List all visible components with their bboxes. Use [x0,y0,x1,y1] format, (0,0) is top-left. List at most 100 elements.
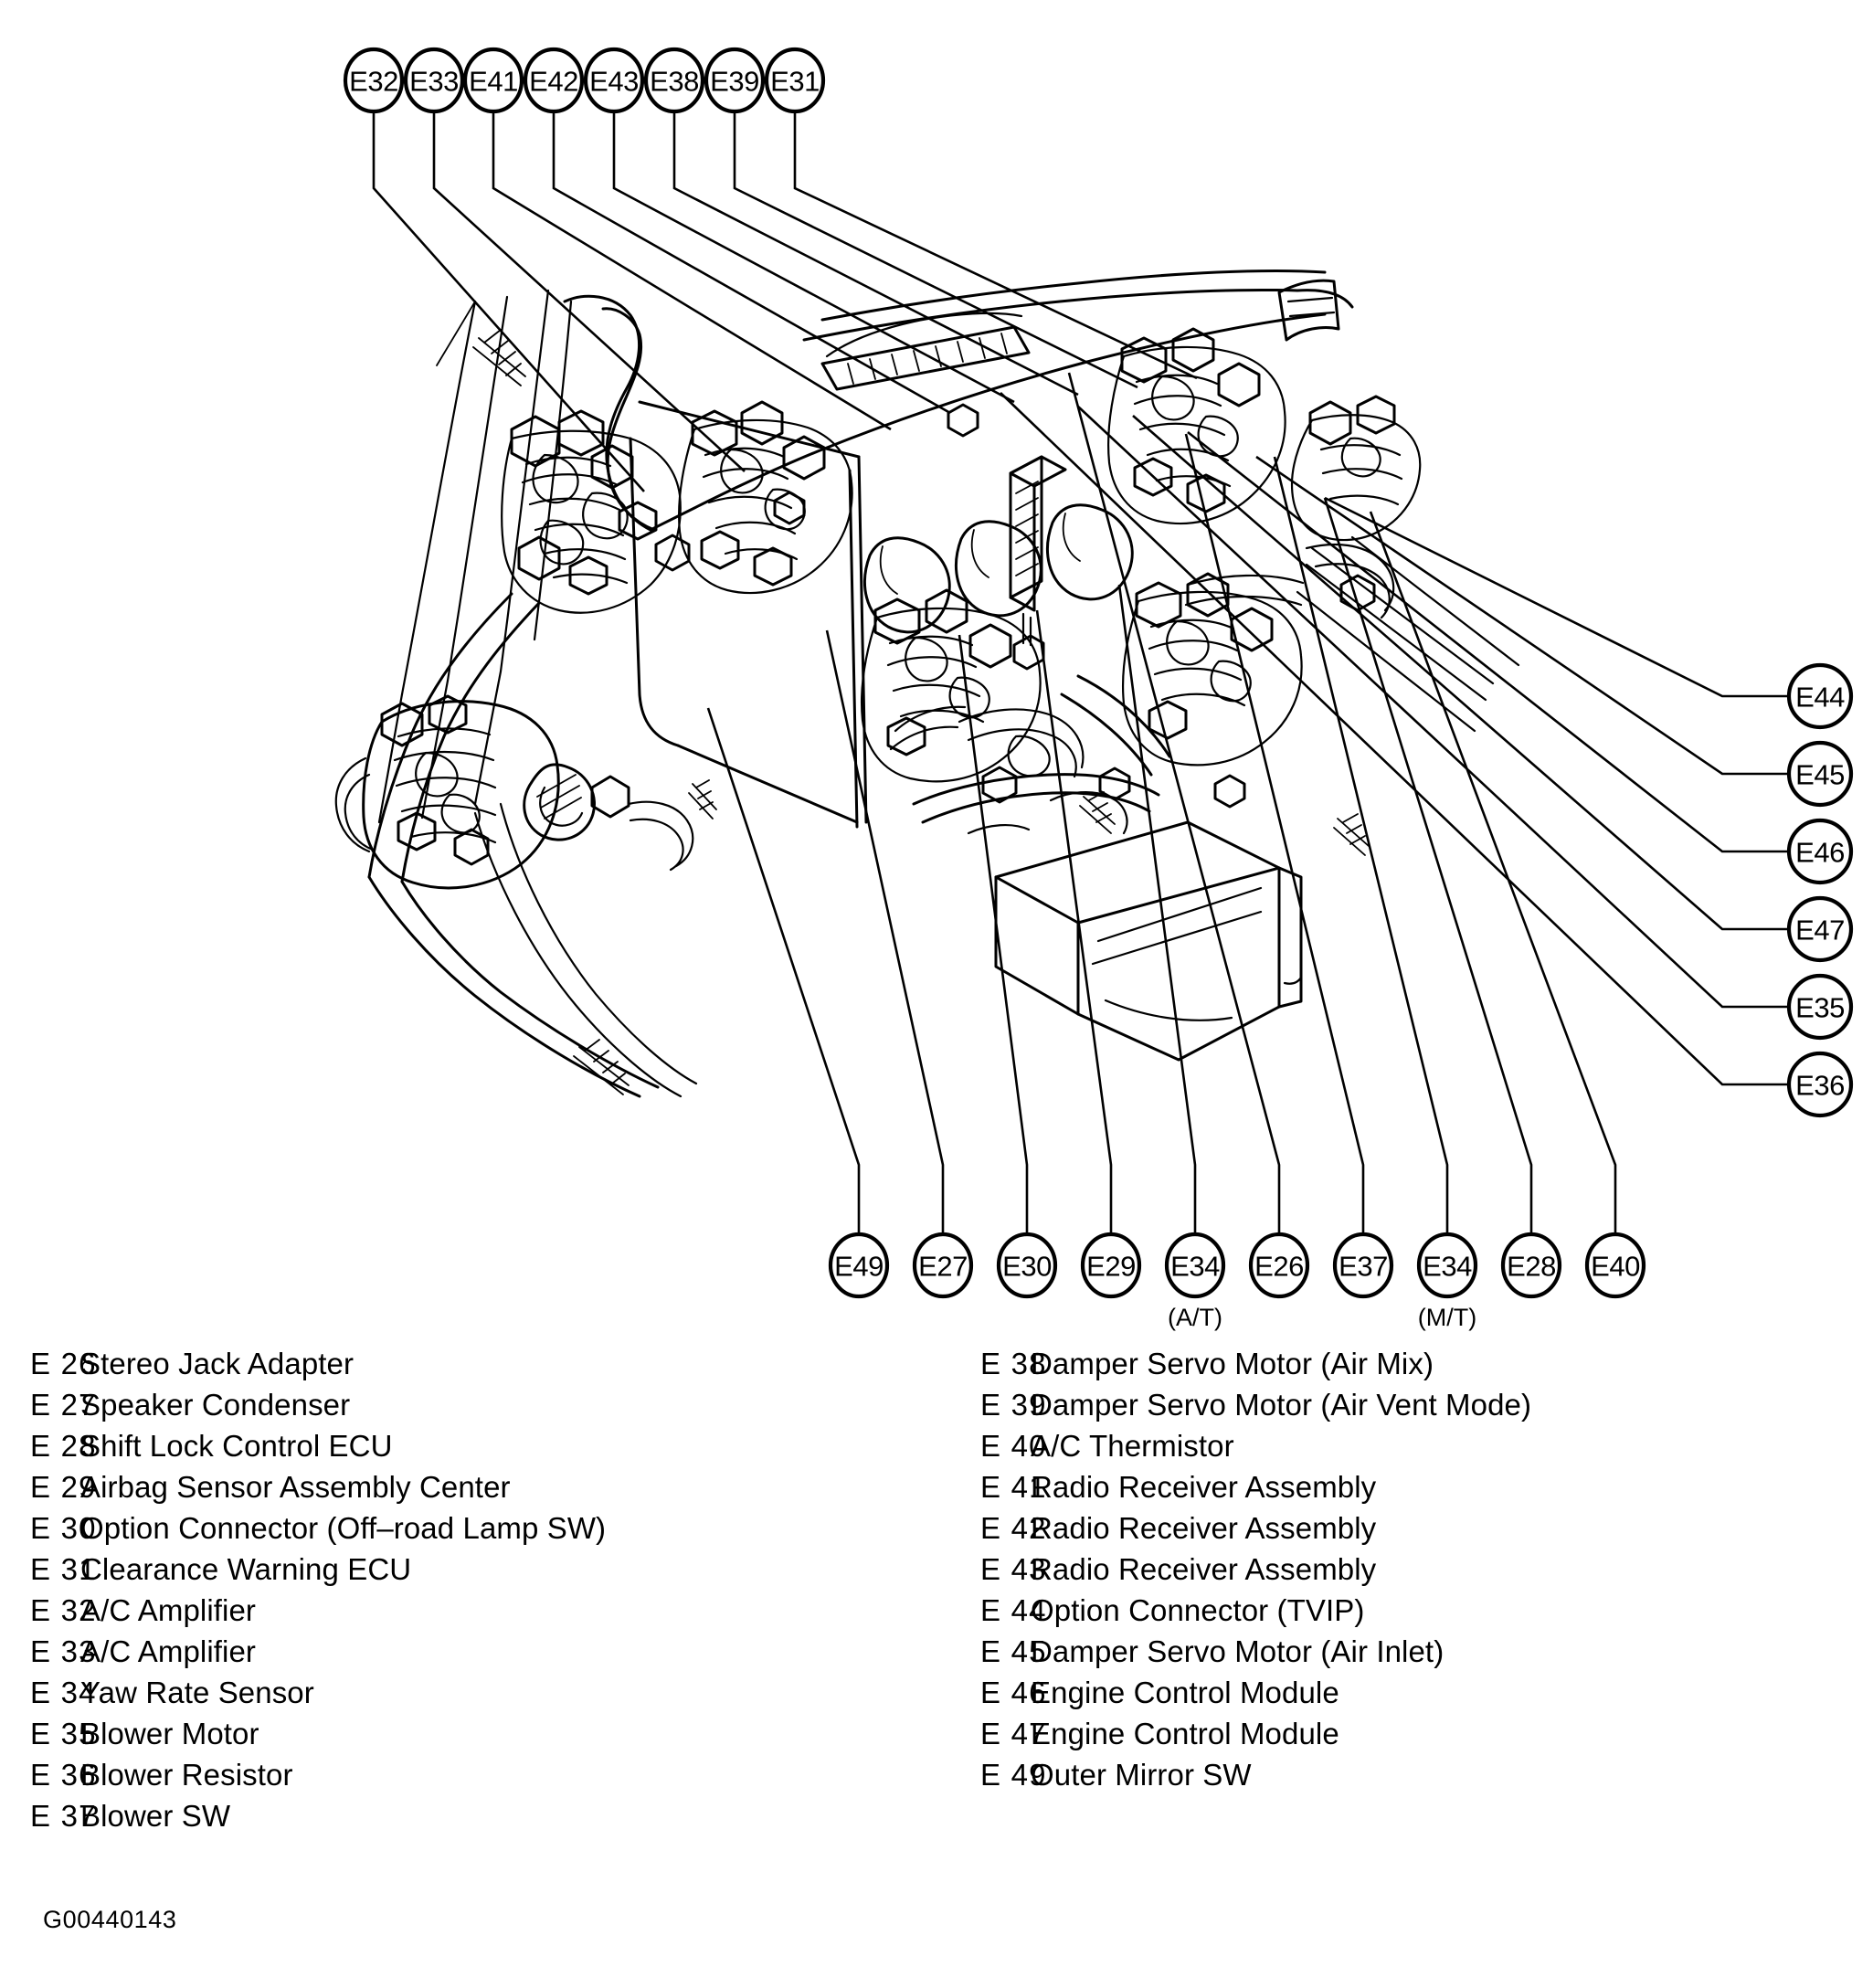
callout-bubble-E39[interactable]: E39 [704,47,766,114]
callout-bubble-E37[interactable]: E37 [1332,1232,1394,1299]
callout-circle [764,47,826,114]
legend-code: E 27 [30,1388,97,1422]
callout-circle [1080,1232,1142,1299]
legend-code: E 37 [30,1799,97,1833]
callout-bubble-E27[interactable]: E27 [912,1232,974,1299]
callout-label: E44 [1795,682,1845,714]
callout-bubble-E43[interactable]: E43 [583,47,645,114]
callout-label: E45 [1795,759,1845,791]
dashboard-line-art [334,270,1520,1098]
legend-code: E 29 [30,1470,97,1504]
upper-connector-bar [820,312,1031,391]
callout-circle [643,47,705,114]
callout-bubble-E36[interactable]: E36 [1786,1051,1854,1118]
callout-label: E37 [1339,1251,1388,1283]
callout-label: E29 [1086,1251,1136,1283]
callout-label: E36 [1795,1070,1845,1102]
callout-bubble-E30[interactable]: E30 [996,1232,1058,1299]
callout-circle [828,1232,890,1299]
callout-bubble-E49[interactable]: E49 [828,1232,890,1299]
legend-label: Blower Motor [80,1717,259,1750]
leader-line-E40 [1369,511,1617,1234]
legend-code: E 30 [30,1511,97,1545]
legend-label: A/C Thermistor [1031,1429,1234,1463]
callout-bubble-E46[interactable]: E46 [1786,818,1854,885]
legend-code: E 45 [980,1634,1047,1668]
legend-label: Stereo Jack Adapter [80,1347,354,1380]
callout-bubble-E28[interactable]: E28 [1500,1232,1562,1299]
legend-code: E 35 [30,1717,97,1750]
callout-circle [403,47,465,114]
legend-label: Radio Receiver Assembly [1031,1511,1377,1545]
legend-code: E 49 [980,1758,1047,1792]
callout-bubble-E31[interactable]: E31 [764,47,826,114]
leader-line-E35 [1077,406,1789,1009]
callout-bubble-E41[interactable]: E41 [462,47,524,114]
leader-line-E29 [1035,609,1113,1234]
legend-code: E 40 [980,1429,1047,1463]
glovebox-connector-group [1290,395,1422,542]
callout-circle [1786,818,1854,885]
leader-line-E42 [552,111,951,415]
leader-lines [372,111,1789,1234]
callout-circle [462,47,524,114]
callout-label: E28 [1507,1251,1556,1283]
callout-bubble-E33[interactable]: E33 [403,47,465,114]
leader-line-E34-mt [1273,456,1449,1234]
leader-line-E41 [492,111,892,431]
callout-label: E47 [1795,915,1845,946]
callout-circle [523,47,585,114]
legend-label: Radio Receiver Assembly [1031,1470,1377,1504]
legend-label: Engine Control Module [1031,1676,1339,1709]
callout-bubble-E45[interactable]: E45 [1786,740,1854,808]
leader-line-E47 [1132,415,1789,931]
legend-code: E 31 [30,1552,97,1586]
callout-bubble-E42[interactable]: E42 [523,47,585,114]
center-connector-cluster [678,400,853,595]
callout-bubble-E26[interactable]: E26 [1248,1232,1310,1299]
callout-label: E30 [1002,1251,1052,1283]
callout-label: E33 [409,66,459,98]
callout-bubble-E29[interactable]: E29 [1080,1232,1142,1299]
driver-connector-cluster [501,409,682,614]
callout-bubble-E35[interactable]: E35 [1786,973,1854,1041]
callout-bubble-E40[interactable]: E40 [1584,1232,1646,1299]
legend-code: E 33 [30,1634,97,1668]
callout-label: E31 [770,66,820,98]
callout-label: E39 [710,66,759,98]
callout-bubble-E38[interactable]: E38 [643,47,705,114]
callout-bubble-E32[interactable]: E32 [343,47,405,114]
leader-line-E31 [793,111,1198,380]
leader-line-E38 [672,111,1079,397]
callout-bubble-E34-AT[interactable]: E34(A/T) [1164,1232,1226,1331]
callout-label: E46 [1795,837,1845,869]
legend-code: E 32 [30,1593,97,1627]
legend-label: Airbag Sensor Assembly Center [80,1470,511,1504]
legend-label: Speaker Condenser [80,1388,351,1422]
lower-center-connector-cluster [861,588,1042,783]
callout-bubble-E47[interactable]: E47 [1786,895,1854,963]
leader-line-E32 [372,111,645,492]
floor-harness-runs [1296,535,1520,733]
callout-bubble-E34-MT[interactable]: E34(M/T) [1416,1232,1478,1331]
legend-label: Radio Receiver Assembly [1031,1552,1377,1586]
callout-bubble-E44[interactable]: E44 [1786,662,1854,730]
callout-circle [1500,1232,1562,1299]
callout-label: E26 [1254,1251,1304,1283]
